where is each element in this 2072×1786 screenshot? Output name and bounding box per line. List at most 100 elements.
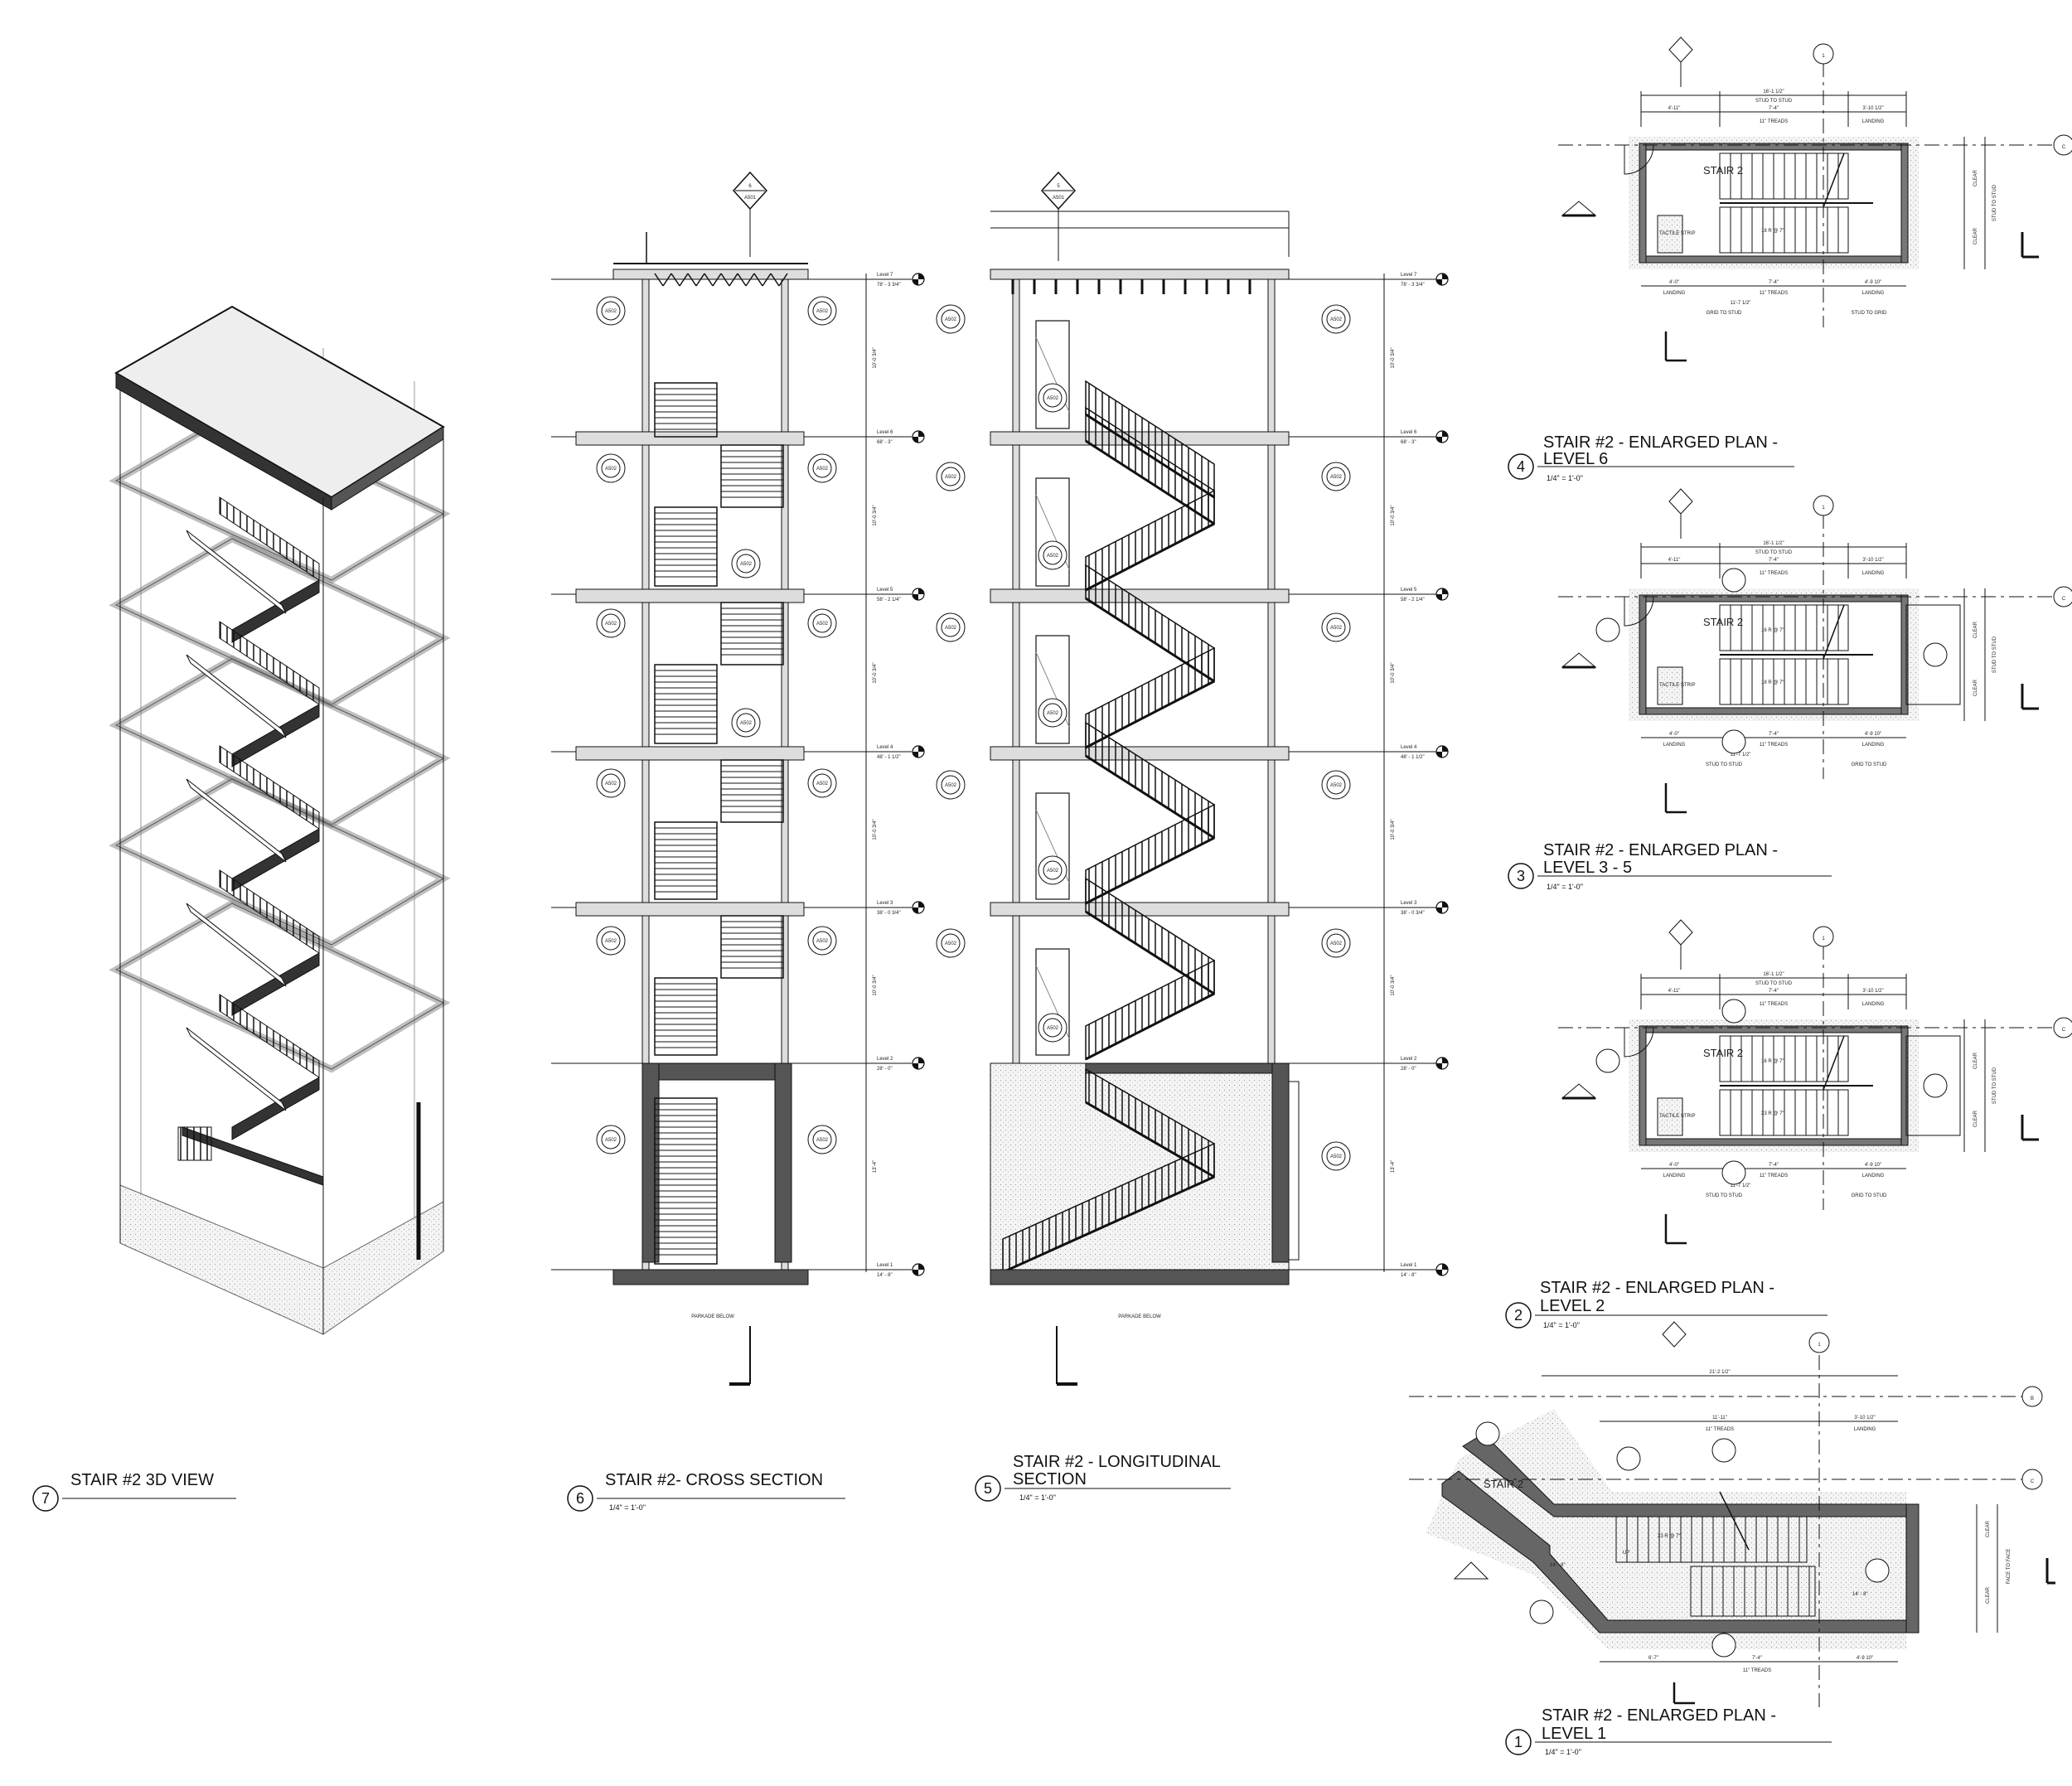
bottom-total: 11'-7 1/2" [1731, 753, 1751, 757]
detail-callout-icon [1865, 1558, 1890, 1583]
detail-tag: A502 [1047, 1026, 1059, 1031]
view-cross-section: 10'-0 3/4"10'-0 3/4"10'-0 3/4"10'-0 3/4"… [551, 171, 912, 1512]
level-elev: 28' - 0" [1401, 1067, 1416, 1072]
floor-height-dim: 13'-4" [1391, 1160, 1396, 1173]
level-elev: 14' - 8" [877, 1273, 893, 1278]
bottom-a: 4'-0" [1669, 280, 1679, 285]
level-name: Level 2 [1401, 1057, 1417, 1062]
view-title-7: 7 STAIR #2 3D VIEW [32, 1471, 236, 1512]
level-elev: 38' - 0 3/4" [1401, 911, 1425, 916]
detail-callout-icon [1711, 1633, 1736, 1658]
detail-callout-inner [1326, 933, 1346, 953]
clear-label-top: CLEAR [1973, 621, 1978, 638]
treads-label: 11" TREADS [1760, 1002, 1788, 1007]
detail-callout-inner [1326, 617, 1346, 637]
level-datum-fill [1436, 588, 1448, 600]
detail-callout-icon-inner [812, 301, 832, 321]
detail-callout-icon [1721, 1160, 1746, 1185]
grid-bubble-c [2053, 586, 2072, 607]
view-3d: 7 STAIR #2 3D VIEW [32, 305, 451, 1512]
l1-bottom-a: 6'-7" [1648, 1656, 1658, 1661]
detail-callout-icon-inner [736, 713, 756, 733]
floor-height-dim: 10'-0 3/4" [873, 975, 878, 995]
detail-callout-icon-tag: A502 [605, 622, 617, 627]
grid-bubble-c [2021, 1469, 2043, 1490]
grid-c-label: C [2062, 1028, 2066, 1033]
svg-text:6: 6 [748, 184, 752, 189]
dim-note: STUD TO STUD [1755, 99, 1793, 104]
view-number-7: 7 [41, 1490, 50, 1507]
grid-1-label: 1 [1818, 1343, 1821, 1348]
grid-c-label: C [2062, 145, 2066, 150]
bottom-note-a: STUD TO STUD [1706, 762, 1743, 767]
grid-1-label: 1 [1822, 937, 1825, 941]
detail-callout-icon-tag: A502 [816, 782, 829, 787]
detail-callout-inner [1043, 860, 1063, 880]
detail-callout-icon-inner [812, 458, 832, 478]
plan-hatch [1426, 1409, 1906, 1649]
level-datum-fill [913, 431, 924, 443]
view-title-text-2b: LEVEL 2 [1540, 1297, 1605, 1315]
bottom-a: 4'-0" [1669, 1163, 1679, 1168]
stair-label: STAIR 2 [1703, 1047, 1743, 1059]
bottom-b: 7'-4" [1769, 732, 1779, 737]
grid-b-label: B [2031, 1396, 2034, 1401]
riser-label-upper: 16 R @ 7" [1761, 628, 1784, 633]
grid-c-label: C [2062, 597, 2066, 602]
view-longitudinal-section: 10'-0 3/4"10'-0 3/4"10'-0 3/4"10'-0 3/4"… [936, 171, 1438, 1502]
level-name: Level 7 [1401, 273, 1417, 278]
bottom-note-c: GRID TO STUD [1852, 762, 1887, 767]
parkade-note-6: PARKADE BELOW [691, 1314, 734, 1319]
bottom-note-c: STUD TO GRID [1852, 311, 1887, 316]
iso-building [109, 305, 451, 1335]
tactile-label: TACTILE STRIP [1659, 231, 1696, 236]
level-datum-fill [913, 902, 924, 913]
level-name: Level 2 [877, 1057, 893, 1062]
dim-note: STUD TO STUD [1755, 550, 1793, 555]
l1-dim: 11'-11" [1712, 1416, 1727, 1421]
bottom-b: 7'-4" [1769, 1163, 1779, 1168]
level-elev: 14' - 8" [1401, 1273, 1416, 1278]
view-title-text-6: STAIR #2- CROSS SECTION [605, 1471, 823, 1489]
floor-height-dim: 10'-0 3/4" [873, 505, 878, 525]
level-datum-fill [913, 746, 924, 757]
section-marker-icon [1668, 488, 1693, 515]
floor-height-dim: 13'-4" [873, 1160, 878, 1173]
view-title-6: 6 STAIR #2- CROSS SECTION 1/4" = 1'-0" [567, 1471, 845, 1512]
level-name: Level 7 [877, 273, 893, 278]
detail-callout-inner [941, 309, 961, 329]
stair-flight [1085, 803, 1215, 905]
view-title-2: 2 STAIR #2 - ENLARGED PLAN - LEVEL 2 1/4… [1505, 1279, 1828, 1329]
level-marker-cross: Level 778' - 3 3/4" [877, 273, 925, 288]
stair-label-l1: STAIR 2 [1484, 1478, 1523, 1490]
detail-callout-icon-inner [736, 554, 756, 574]
level-marker-long: Level 114' - 8" [1401, 1263, 1449, 1278]
level-elev: 48' - 1 1/2" [877, 755, 901, 760]
l1-face: FACE TO FACE [2007, 1549, 2011, 1585]
floor-height-dim: 10'-0 3/4" [1391, 505, 1396, 525]
detail-callout-icon-tag: A502 [740, 562, 753, 567]
detail-tag: A502 [945, 475, 957, 480]
detail-callout-icon-tag: A502 [816, 1138, 829, 1143]
level-name: Level 3 [1401, 901, 1417, 906]
detail-callout-icon-tag: A502 [816, 467, 829, 472]
detail-tag: A502 [1330, 626, 1343, 631]
section-marker-icon [1668, 36, 1693, 63]
door-swing [1624, 1027, 1654, 1058]
level-marker-cross: Level 114' - 8" [877, 1263, 925, 1278]
elevation-marker-icon [1561, 201, 1597, 216]
level-datum-fill [913, 273, 924, 285]
level-elev: 68' - 3" [1401, 440, 1416, 445]
iso-stair-landing [231, 1077, 320, 1140]
view-title-text-4b: LEVEL 6 [1543, 450, 1608, 468]
detail-callout-inner [941, 933, 961, 953]
detail-tag: A502 [945, 317, 957, 322]
dim-c: 3'-10 1/2" [1862, 558, 1883, 563]
dim-overall: 16'-1 1/2" [1763, 90, 1784, 94]
detail-callout-icon-tag: A502 [605, 782, 617, 787]
clear-label-bottom: CLEAR [1973, 679, 1978, 696]
iso-stair-landing [231, 579, 320, 643]
iso-stair-landing [231, 704, 320, 767]
